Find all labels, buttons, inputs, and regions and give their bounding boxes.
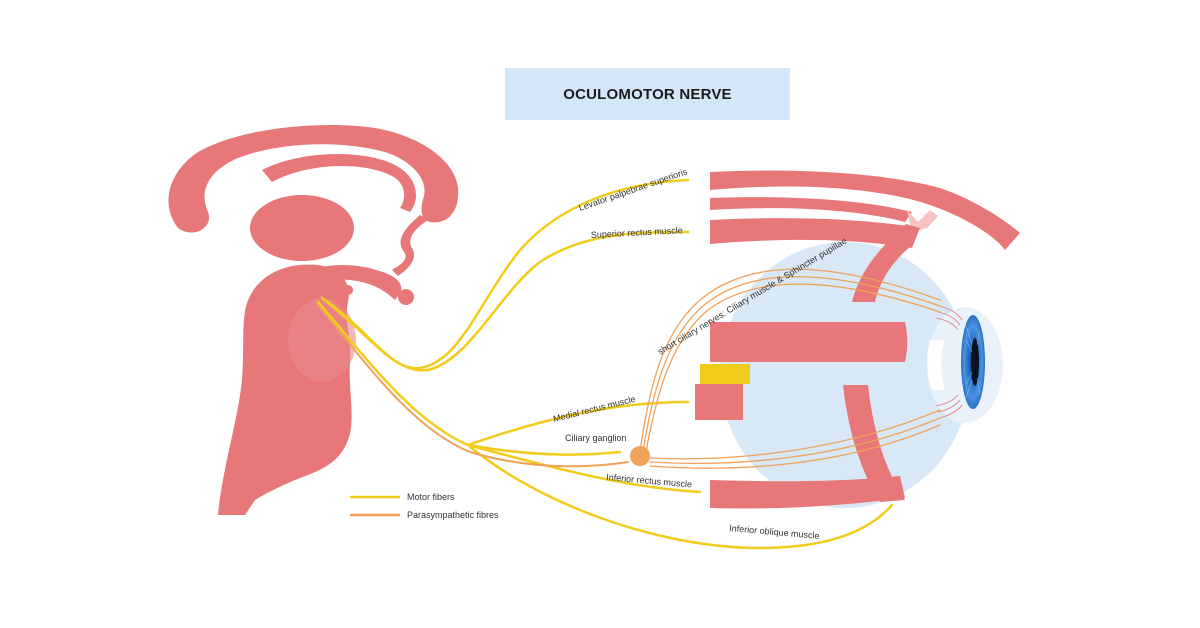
pituitary-stalk [392,215,428,276]
pupil [971,338,979,386]
short-ciliary-nerve-up-2 [642,276,941,453]
lateral-rectus-muscle [710,322,908,362]
page-title: OCULOMOTOR NERVE [563,85,732,103]
ciliary-ganglion [630,446,650,466]
sclera-highlight [927,340,945,390]
parasympathetic-fiber-root [317,304,629,468]
short-ciliary-nerve-up-3 [645,283,941,453]
motor-fiber-medial-rectus [466,400,690,447]
corpus-callosum [168,125,459,233]
short-ciliary-nerve-down-2 [649,417,941,465]
short-ciliary-nerve-up-1 [639,268,941,453]
eyeball-globe [720,242,970,508]
title-banner: OCULOMOTOR NERVE [505,68,790,120]
motor-fiber-inferior-rectus [466,443,702,494]
motor-fiber-superior-rectus [320,230,690,372]
motor-fiber-trunk [316,300,470,447]
short-ciliary-nerve-down-1 [649,409,941,460]
pons [288,298,356,382]
medial-rectus-muscle [695,384,743,420]
legend: Motor fibers Parasympathetic fibres [350,492,499,520]
eyeball [720,242,1003,508]
nerve-fibers [316,178,941,550]
short-ciliary-nerve-down-3 [649,424,941,469]
extraocular-muscles [695,170,1020,509]
ciliary-body [935,305,963,419]
muscle-insertion-yellow [700,364,750,384]
inferior-oblique-muscle [843,385,905,502]
inferior-rectus-muscle [710,476,905,509]
legend-parasympathetic-label: Parasympathetic fibres [407,510,499,520]
thalamus [250,195,354,261]
label-medial-rectus: Medial rectus muscle [552,394,636,424]
superior-oblique-muscle [852,224,920,302]
motor-fiber-inferior-oblique [466,443,894,550]
superior-rectus-muscle [710,218,920,248]
motor-fiber-ganglion-branch [466,443,622,456]
fornix [262,153,416,212]
label-ciliary-ganglion: Ciliary ganglion [565,433,627,443]
levator-strip [710,197,912,222]
levator-palpebrae-muscle [710,170,1020,250]
pituitary-gland [398,289,414,305]
brain-sagittal-section [168,125,459,515]
label-inferior-oblique: Inferior oblique muscle [729,523,820,541]
label-levator: Levator palpebrae superioris [577,166,689,213]
legend-motor-label: Motor fibers [407,492,455,502]
label-superior-rectus: Superior rectus muscle [591,225,683,240]
